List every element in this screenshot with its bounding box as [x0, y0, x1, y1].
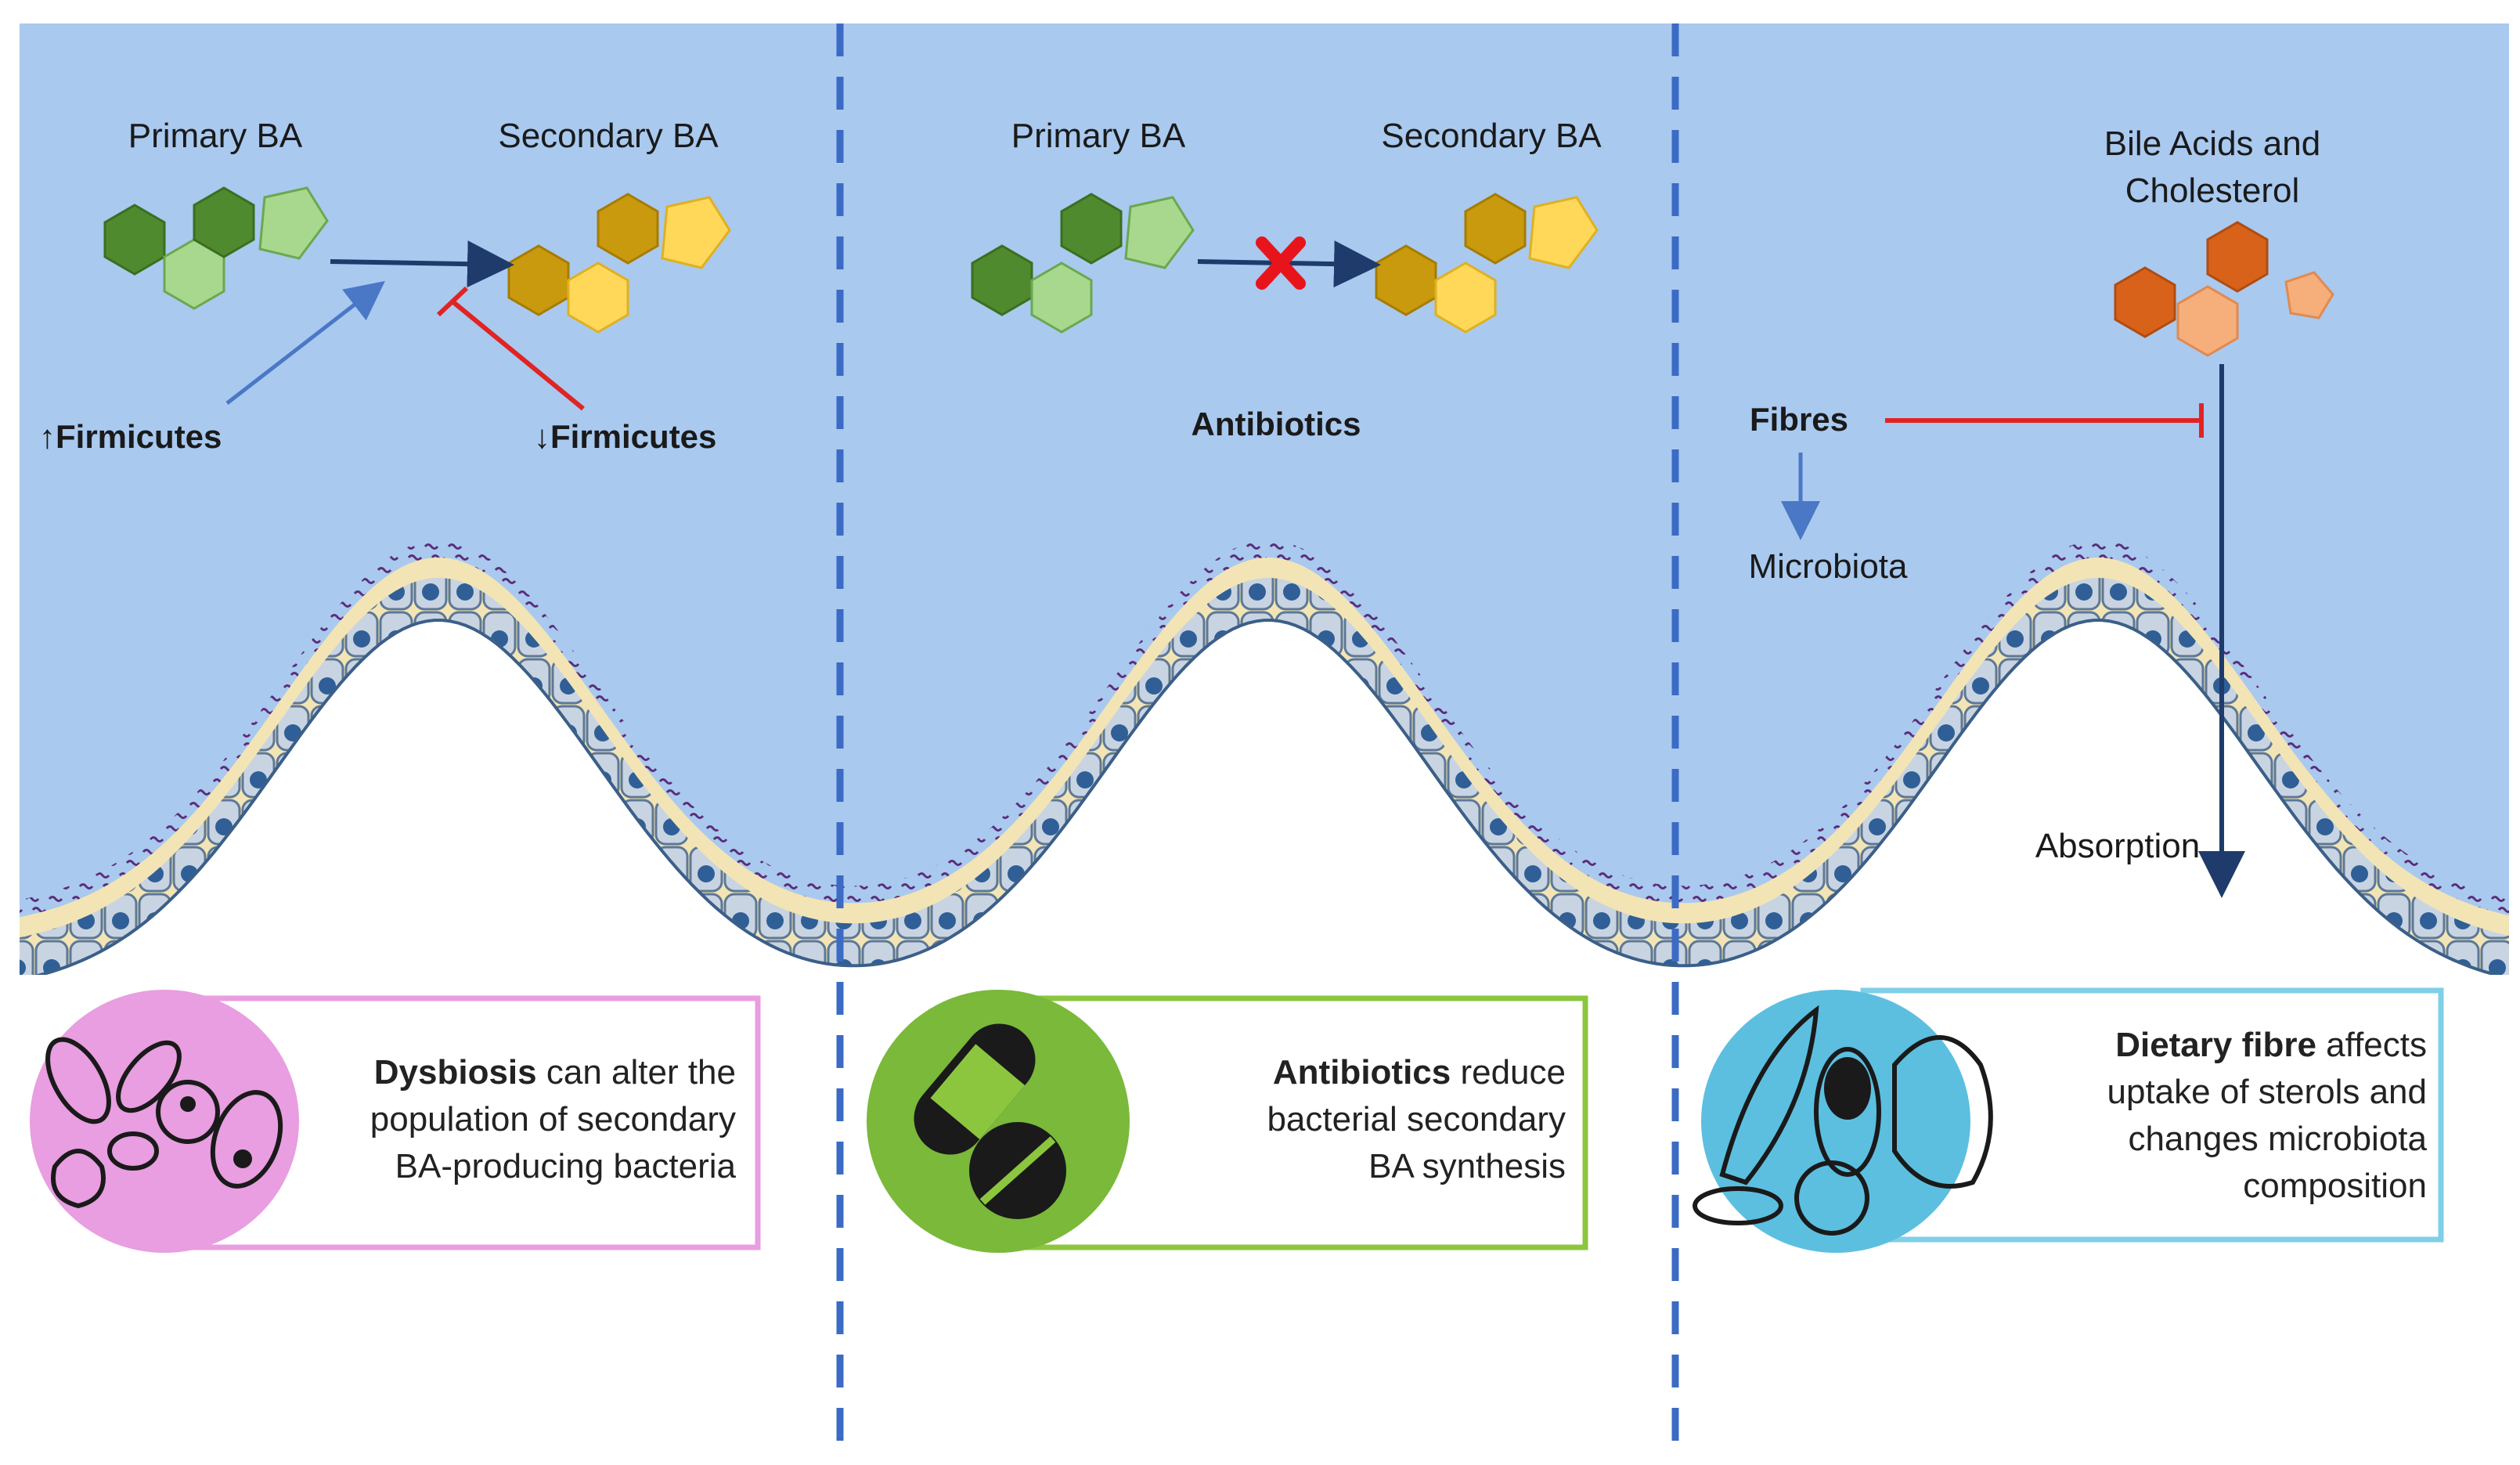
up-firmicutes-label: ↑Firmicutes: [39, 418, 222, 455]
caption-dysbiosis-bold: Dysbiosis: [373, 1053, 537, 1092]
firmicutes-inhibition-line: [451, 299, 585, 411]
caption-dysbiosis-line2: population of secondary: [370, 1100, 736, 1138]
blocked-cross-icon: [1256, 236, 1306, 290]
caption-fibre-bold: Dietary fibre: [2115, 1026, 2316, 1064]
pill-icon: [867, 990, 1130, 1253]
absorption-label: Absorption: [2035, 827, 2200, 865]
secondary-ba-molecule-1: [507, 193, 731, 334]
vegetables-icon: [1693, 990, 1993, 1253]
caption-antibiotics: Antibiotics reduce bacterial secondary B…: [1080, 1049, 1566, 1190]
primary-ba-label-2: Primary BA: [1011, 117, 1186, 155]
bile-acids-label-line1: Bile Acids and: [2104, 124, 2320, 163]
caption-antibiotics-line3: BA synthesis: [1368, 1147, 1566, 1185]
caption-antibiotics-bold: Antibiotics: [1272, 1053, 1451, 1092]
caption-dysbiosis-line3: BA-producing bacteria: [395, 1147, 736, 1185]
bile-acids-label-line2: Cholesterol: [2125, 171, 2300, 210]
bacteria-icon: [30, 990, 299, 1253]
lamina-propria: [20, 620, 2509, 975]
caption-antibiotics-line1: reduce: [1451, 1053, 1566, 1092]
primary-ba-label-1: Primary BA: [128, 117, 303, 155]
antibiotics-label: Antibiotics: [1192, 406, 1361, 442]
fibres-label: Fibres: [1750, 401, 1848, 438]
primary-ba-molecule-1: [103, 186, 329, 310]
secondary-ba-label-2: Secondary BA: [1381, 117, 1602, 155]
bile-acid-cholesterol-molecule: [2114, 221, 2334, 357]
secondary-ba-molecule-2: [1375, 193, 1599, 334]
caption-fibre: Dietary fibre affects uptake of sterols …: [1934, 1022, 2427, 1210]
caption-fibre-line4: composition: [2243, 1167, 2427, 1205]
primary-ba-molecule-2: [971, 193, 1195, 334]
caption-fibre-line2: uptake of sterols and: [2107, 1073, 2427, 1111]
conversion-arrow-1: [330, 240, 514, 288]
caption-dysbiosis: Dysbiosis can alter the population of se…: [235, 1049, 736, 1190]
panel-fibre: Bile Acids and Cholesterol Fibres Microb…: [1749, 124, 2334, 898]
intestinal-villi: [20, 540, 2509, 975]
panel-dysbiosis: Primary BA Secondary BA ↑Firmicutes ↓Fir…: [39, 117, 731, 455]
microbiota-label: Microbiota: [1749, 547, 1908, 586]
caption-fibre-line1: affects: [2316, 1026, 2427, 1064]
secondary-ba-label-1: Secondary BA: [498, 117, 719, 155]
down-firmicutes-label: ↓Firmicutes: [534, 418, 716, 455]
inhibition-bar-1: [436, 286, 469, 317]
caption-antibiotics-line2: bacterial secondary: [1267, 1100, 1566, 1138]
basement-membrane: [34, 619, 2503, 975]
firmicutes-activation-arrow: [225, 280, 385, 405]
caption-fibre-line3: changes microbiota: [2128, 1120, 2427, 1158]
caption-dysbiosis-line1: can alter the: [536, 1053, 736, 1092]
panel-antibiotics: Primary BA Secondary BA Antibiotics: [971, 117, 1602, 442]
